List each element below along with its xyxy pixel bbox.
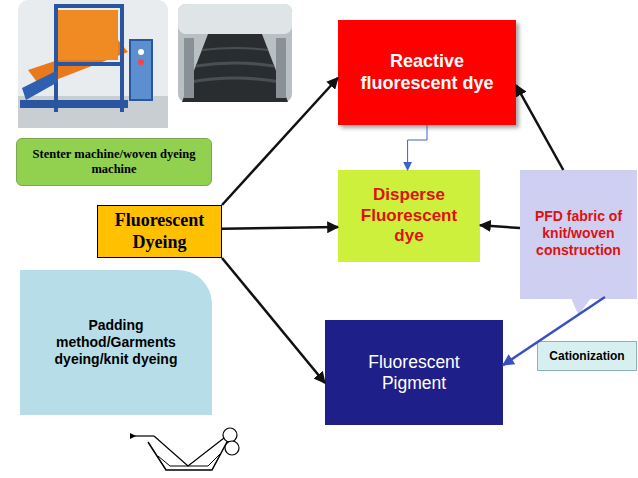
arrow-connector [408, 125, 427, 170]
node-text: Disperse Fluorescent dye [344, 185, 474, 246]
node-text: Stenter machine/woven dyeing machine [29, 147, 199, 177]
process-step-box: Cationization [537, 341, 637, 371]
stenter-machine-photo [18, 0, 168, 128]
arrow-connector [503, 297, 605, 365]
arrow-connector [480, 225, 520, 228]
arrow-connector [222, 78, 338, 205]
node-text: Fluorescent Pigment [339, 352, 489, 394]
dyeing-machine-photo [178, 4, 292, 102]
method-label-box: Padding method/Garments dyeing/knit dyei… [20, 270, 212, 415]
process-box: Fluorescent Dyeing [97, 205, 222, 258]
arrow-connector [516, 85, 563, 170]
dye-type-box: Disperse Fluorescent dye [338, 170, 480, 262]
machine-label-box: Stenter machine/woven dyeing machine [16, 138, 212, 186]
padding-mangle-sketch [128, 426, 248, 478]
arrow-connector [222, 258, 325, 383]
node-text: PFD fabric of knit/woven construction [526, 208, 631, 258]
node-text: Cationization [539, 349, 635, 363]
dye-type-box: Fluorescent Pigment [325, 320, 503, 425]
callout-outline [520, 170, 637, 315]
dye-type-box: Reactive fluorescent dye [338, 20, 516, 125]
fabric-callout: PFD fabric of knit/woven construction [520, 170, 637, 315]
node-text: Reactive fluorescent dye [352, 51, 502, 94]
arrow-connector [222, 227, 338, 229]
node-text: Fluorescent Dyeing [102, 210, 217, 253]
node-text: Padding method/Garments dyeing/knit dyei… [36, 317, 196, 367]
